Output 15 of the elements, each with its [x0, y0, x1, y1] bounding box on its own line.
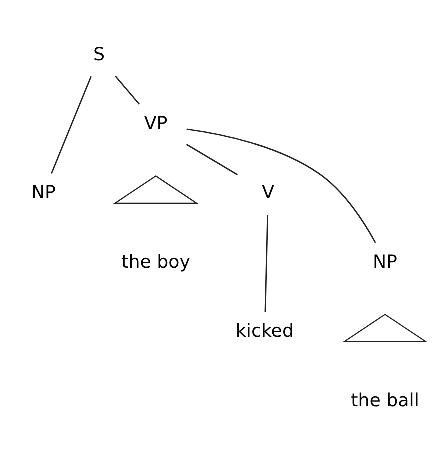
- connector: [264, 214, 269, 312]
- node-text: the ball: [351, 390, 420, 411]
- node-text: VP: [144, 112, 168, 134]
- node-triangle: [113, 175, 199, 204]
- connector: [186, 128, 376, 243]
- node-text: NP: [372, 251, 398, 272]
- node-text: NP: [31, 182, 56, 204]
- node-triangle: [342, 313, 428, 342]
- node-text: the boy: [122, 251, 190, 272]
- node-text: V: [262, 182, 275, 204]
- connector: [51, 76, 92, 174]
- node-text: kicked: [236, 320, 294, 342]
- connector: [115, 76, 140, 104]
- node-text: S: [94, 44, 106, 65]
- connector: [186, 144, 238, 176]
